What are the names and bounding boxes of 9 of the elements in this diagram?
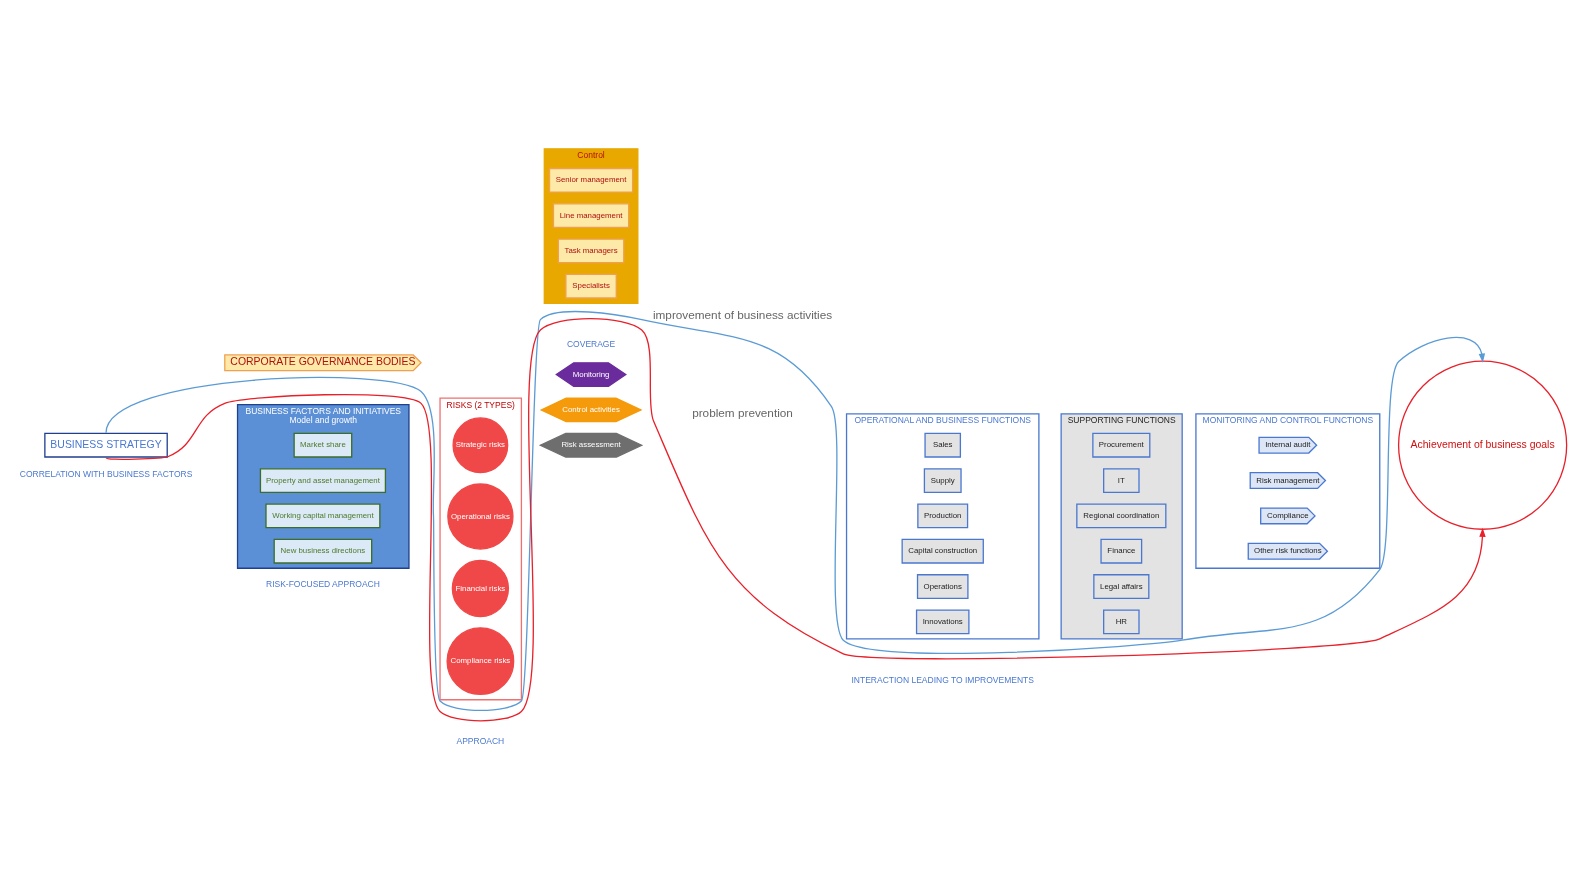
edge-label: improvement of business activities (652, 307, 833, 321)
node-box: BUSINESS STRATEGY (44, 432, 168, 458)
label: CORRELATION WITH BUSINESS FACTORS (19, 468, 193, 479)
label: RISK-FOCUSED APPROACH (266, 578, 380, 589)
label: INTERACTION LEADING TO IMPROVEMENTS (851, 674, 1034, 685)
label: APPROACH (456, 735, 505, 746)
label: COVERAGE (566, 338, 616, 349)
edge-label: problem prevention (692, 405, 793, 419)
node-circle: Achievement of business goals (1397, 360, 1568, 530)
